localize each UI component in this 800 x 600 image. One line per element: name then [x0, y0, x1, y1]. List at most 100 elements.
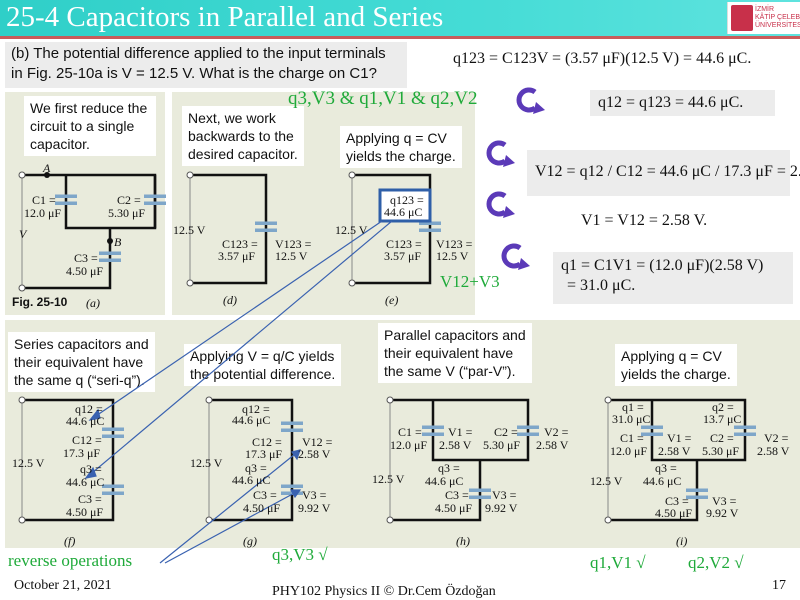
capacitor-plate [469, 495, 491, 499]
curved-arrow-icon [516, 87, 537, 113]
V2-value: 2.58 V [757, 444, 790, 458]
C123-value: 3.57 μF [384, 249, 422, 263]
C2-value: 5.30 μF [702, 444, 740, 458]
C3-value: 4.50 μF [243, 501, 281, 515]
capacitor-plate [281, 421, 303, 425]
q3-label: q3 = [655, 461, 677, 475]
capacitor-plate [641, 432, 663, 436]
C3-label: C3 = [78, 492, 102, 506]
capacitor-plate [255, 228, 277, 232]
q3-label: q3 = [80, 462, 102, 476]
C3-value: 4.50 μF [655, 506, 693, 520]
capacitor-plate [55, 201, 77, 205]
V2-value: 2.58 V [536, 438, 569, 452]
logo-text: İZMİR [755, 6, 775, 13]
capacitor-plate [419, 221, 441, 225]
annotation-q1-v1-check: q1,V1 √ [590, 553, 646, 572]
capacitor-plate [99, 251, 121, 255]
V123-label: V123 = [436, 237, 473, 251]
wire-f [22, 398, 115, 522]
C1-label: C1 = [398, 425, 422, 439]
voltage-label: 12.5 V [590, 474, 623, 488]
C123-value: 3.57 μF [218, 249, 256, 263]
V3-value: 9.92 V [706, 506, 739, 520]
q123-value: 44.6 μC [384, 205, 423, 219]
quill-icon [731, 5, 753, 31]
C1-label: C1 = [620, 431, 644, 445]
C2-label: C2 = [494, 425, 518, 439]
capacitor-plate [686, 495, 708, 499]
node-A-label: A [43, 161, 51, 175]
curved-arrow-icon [486, 140, 507, 166]
voltage-label: 12.5 V [190, 456, 223, 470]
footer-date: October 21, 2021 [14, 578, 112, 593]
V3-value: 9.92 V [298, 501, 331, 515]
V12-value: 2.58 V [298, 447, 331, 461]
q1-label: q1 = [622, 400, 644, 414]
q12-label: q12 = [242, 402, 270, 416]
q12-label: q12 = [75, 402, 103, 416]
C2-label: C2 = [117, 193, 141, 207]
capacitor-plate [686, 488, 708, 492]
C2-value: 5.30 μF [108, 206, 146, 220]
title-divider [0, 36, 800, 39]
C1-value: 12.0 μF [390, 438, 428, 452]
V1-label: V1 = [667, 431, 692, 445]
capacitor-plate [734, 432, 756, 436]
capacitor-plate [281, 484, 303, 488]
voltage-label: V [19, 227, 27, 241]
voltage-label: 12.5 V [372, 472, 405, 486]
annotation-q3-v3-check: q3,V3 √ [272, 545, 328, 564]
C3-label: C3 = [74, 251, 98, 265]
capacitor-plate [734, 425, 756, 429]
C3-label: C3 = [445, 488, 469, 502]
capacitor-plate [517, 425, 539, 429]
C1-value: 12.0 μF [610, 444, 648, 458]
C3-label: C3 = [253, 488, 277, 502]
wire-h [390, 398, 530, 522]
annotation-reverse-operations: reverse operations [8, 551, 133, 570]
capacitor-plate [419, 228, 441, 232]
slide-title: 25-4 Capacitors in Parallel and Series [6, 1, 444, 33]
C2-value: 5.30 μF [483, 438, 521, 452]
question-line: (b) The potential difference applied to … [11, 45, 386, 62]
capacitor-plate [99, 258, 121, 262]
university-logo: İZMİR KÂTİP ÇELEBİ ÜNİVERSİTESİ [727, 2, 800, 34]
figure-sublabel: (g) [243, 534, 257, 548]
capacitor-plate [55, 194, 77, 198]
q1-value: 31.0 μC [612, 412, 651, 426]
capacitor-plate [102, 484, 124, 488]
wire-i [608, 398, 747, 522]
capacitor-plate [102, 491, 124, 495]
logo-text: KÂTİP ÇELEBİ [755, 14, 800, 21]
capacitor-plate [641, 425, 663, 429]
equation-V12: V12 = q12 / C12 = 44.6 μC / 17.3 μF = 2.… [527, 150, 800, 196]
V12-label: V12 = [302, 435, 333, 449]
logo-text: ÜNİVERSİTESİ [755, 22, 800, 29]
V123-value: 12.5 V [436, 249, 469, 263]
question-line: in Fig. 25-10a is V = 12.5 V. What is th… [11, 65, 377, 82]
curved-arrow-icon [501, 243, 522, 269]
C12-label: C12 = [252, 435, 282, 449]
capacitor-plate [469, 488, 491, 492]
q2-value: 13.7 μC [703, 412, 742, 426]
q3-label: q3 = [438, 461, 460, 475]
question-box: (b) The potential difference applied to … [5, 42, 407, 88]
figure-sublabel: (a) [86, 296, 100, 310]
capacitor-plate [144, 194, 166, 198]
wire-g [209, 398, 294, 522]
q2-label: q2 = [712, 400, 734, 414]
curved-arrow-icons [486, 87, 545, 270]
V3-value: 9.92 V [485, 501, 518, 515]
C1-value: 12.0 μF [24, 206, 62, 220]
capacitor-plate [102, 434, 124, 438]
capacitor-plate [517, 432, 539, 436]
page-number: 17 [772, 578, 786, 593]
figure-sublabel: (e) [385, 293, 399, 307]
capacitor-plate [281, 428, 303, 432]
